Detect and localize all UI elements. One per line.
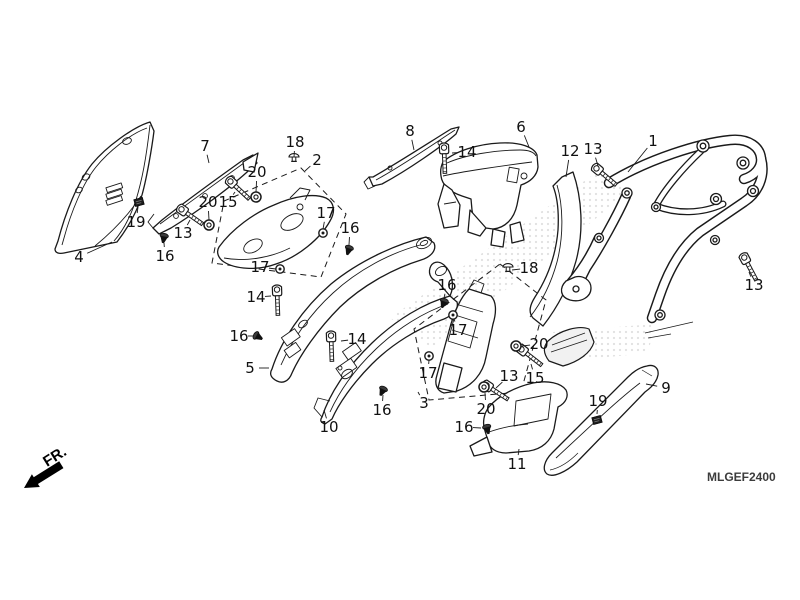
flange-bolt-icon	[325, 330, 338, 363]
callout-8: 8	[405, 122, 415, 140]
washer-nut-icon	[510, 340, 522, 352]
callout-19: 19	[126, 213, 145, 231]
leader-line	[748, 271, 752, 277]
leader-line	[208, 210, 210, 221]
leader-line	[417, 391, 421, 396]
part-12-side-cover	[529, 171, 595, 367]
leader-line	[627, 147, 648, 173]
leader-line	[511, 268, 521, 271]
callout-19: 19	[588, 392, 607, 410]
callout-14: 14	[347, 330, 366, 348]
flange-bolt-icon	[271, 284, 284, 317]
callout-16: 16	[340, 219, 359, 237]
grommet-icon	[448, 310, 458, 320]
callout-6: 6	[516, 118, 526, 136]
leader-line	[565, 159, 570, 178]
leader-line	[268, 267, 277, 270]
callout-13: 13	[499, 367, 518, 385]
fr-arrow-icon	[24, 461, 64, 488]
callout-14: 14	[246, 288, 265, 306]
callout-16: 16	[372, 401, 391, 419]
callout-20: 20	[529, 335, 548, 353]
part-4-side-cover	[54, 121, 155, 255]
callout-15: 15	[218, 193, 237, 211]
callout-11: 11	[507, 455, 526, 473]
callout-16: 16	[155, 247, 174, 265]
leader-line	[595, 157, 599, 167]
callout-20: 20	[476, 400, 495, 418]
washer-nut-icon	[203, 219, 215, 231]
callout-16: 16	[229, 327, 248, 345]
callout-17: 17	[250, 258, 269, 276]
leader-line	[323, 409, 327, 419]
part-3-bracket	[413, 263, 547, 401]
part-1-grab-rail	[560, 134, 768, 339]
part-6-center-cover	[437, 142, 539, 248]
grommet-icon	[318, 228, 328, 238]
leader-line	[645, 383, 658, 387]
tapping-screw-icon	[158, 232, 170, 245]
callout-16: 16	[437, 276, 456, 294]
part-10-side-rail	[313, 261, 459, 425]
callout-17: 17	[448, 321, 467, 339]
leader-line	[87, 241, 113, 254]
callout-20: 20	[247, 163, 266, 181]
callout-7: 7	[200, 137, 210, 155]
tapping-screw-icon	[251, 330, 265, 344]
fr-direction-group: FR.	[24, 443, 70, 488]
leader-line	[340, 339, 349, 342]
leader-line	[322, 221, 325, 230]
washer-nut-icon	[250, 191, 262, 203]
callout-17: 17	[316, 204, 335, 222]
callout-16: 16	[454, 418, 473, 436]
part-11-lower-cover	[469, 381, 568, 457]
callout-1: 1	[648, 132, 658, 150]
part-8-rail	[363, 126, 460, 190]
leader-line	[523, 135, 530, 148]
leader-line	[517, 448, 520, 456]
leader-line	[232, 191, 236, 195]
callout-9: 9	[661, 379, 671, 397]
callout-3: 3	[419, 394, 429, 412]
washer-nut-icon	[478, 381, 490, 393]
leader-line	[411, 139, 415, 151]
leader-line	[206, 154, 210, 164]
fr-direction-label: FR.	[40, 443, 70, 470]
callout-12: 12	[560, 142, 579, 160]
grommet-icon	[275, 264, 285, 274]
callout-20: 20	[198, 193, 217, 211]
callout-17: 17	[418, 364, 437, 382]
callout-13: 13	[173, 224, 192, 242]
leader-line	[255, 180, 258, 193]
callout-18: 18	[519, 259, 538, 277]
leader-line	[186, 219, 191, 226]
leader-line	[521, 344, 531, 347]
callout-18: 18	[285, 133, 304, 151]
part-5-side-rail	[270, 236, 436, 383]
leader-line	[136, 206, 139, 214]
leader-line	[495, 381, 503, 389]
callout-14: 14	[457, 143, 476, 161]
callout-13: 13	[583, 140, 602, 158]
callout-15: 15	[525, 369, 544, 387]
callout-10: 10	[319, 418, 338, 436]
callout-2: 2	[312, 151, 322, 169]
callout-4: 4	[74, 248, 84, 266]
leader-line	[530, 363, 533, 370]
tapping-screw-icon	[376, 384, 389, 398]
grommet-icon	[424, 351, 434, 361]
leader-line	[453, 318, 456, 322]
diagram-code: MLGEF2400	[707, 470, 776, 484]
leader-line	[304, 165, 311, 172]
part-2-bracket	[211, 167, 347, 278]
leader-line	[443, 293, 446, 299]
callout-13: 13	[744, 276, 763, 294]
tapping-screw-icon	[342, 243, 355, 257]
callout-5: 5	[245, 359, 255, 377]
